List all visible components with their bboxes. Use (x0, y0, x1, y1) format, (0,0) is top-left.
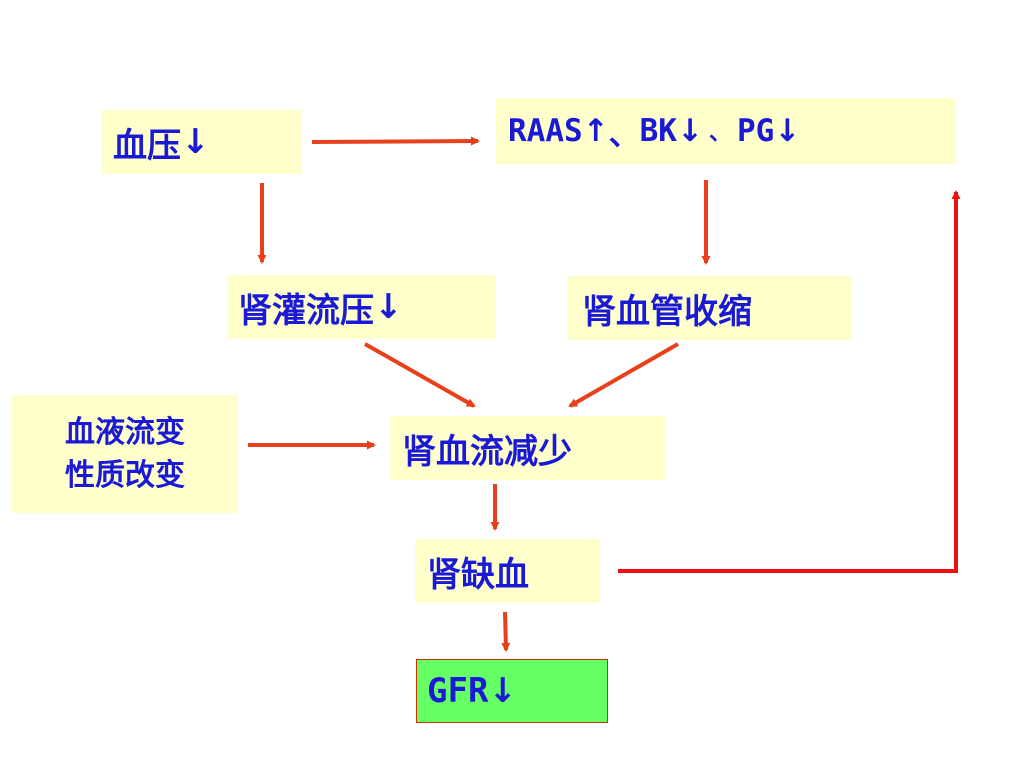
arrow-down-icon: ↓ (181, 122, 210, 162)
node-renal-perfusion-pressure: 肾灌流压↓ (228, 275, 496, 339)
bk-label: BK (639, 113, 677, 149)
arrow-perfusion-to-rbf (364, 342, 476, 408)
node-renal-blood-flow-decrease: 肾血流减少 (390, 416, 665, 480)
separator: 、 (708, 120, 731, 146)
node-label: 血压 (113, 125, 181, 166)
node-renal-vasoconstriction: 肾血管收缩 (568, 276, 851, 340)
pg-label: PG (736, 113, 775, 149)
node-label: GFR (427, 671, 489, 711)
node-renal-ischemia: 肾缺血 (415, 539, 600, 603)
arrow-down-icon: ↓ (774, 113, 801, 149)
node-gfr: GFR↓ (416, 659, 608, 723)
arrow-down-icon: ↓ (676, 113, 703, 149)
node-label: 肾血管收缩 (582, 291, 752, 332)
node-label: 肾缺血 (427, 554, 529, 595)
node-label-line1: 血液流变 (65, 414, 185, 450)
raas-label: RAAS (508, 113, 583, 149)
arrow-bp-to-raas (311, 136, 480, 146)
node-blood-pressure: 血压↓ (101, 110, 301, 174)
arrow-vaso-to-rbf (568, 342, 679, 408)
arrow-down-icon: ↓ (374, 287, 403, 327)
node-blood-rheology-change: 血液流变 性质改变 (12, 395, 238, 513)
arrow-ischemia-feedback-to-raas (618, 190, 961, 573)
node-label-line2: 性质改变 (65, 458, 185, 493)
arrow-ischemia-to-gfr (501, 611, 511, 652)
node-label: 肾血流减少 (402, 431, 572, 472)
separator: 、 (608, 116, 640, 153)
node-label: 肾灌流压 (238, 290, 374, 331)
node-raas-bk-pg: RAAS↑、BK↓、PG↓ (496, 98, 956, 164)
arrow-up-icon: ↑ (582, 113, 609, 149)
arrow-down-icon: ↓ (488, 671, 517, 711)
